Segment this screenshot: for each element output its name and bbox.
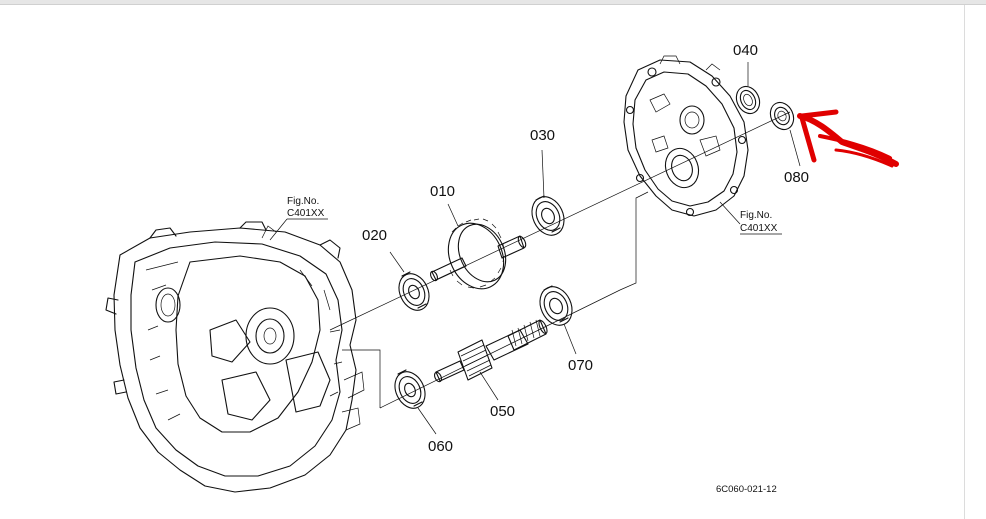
bearing-060: [394, 369, 426, 409]
part-label-020: 020: [362, 227, 387, 244]
fig-ref-right-line2: C401XX: [740, 223, 778, 234]
housing-cover-right: [623, 55, 749, 217]
right-border: [964, 5, 965, 519]
fig-ref-right: Fig.No. C401XX: [719, 201, 782, 235]
leader-070: [563, 323, 577, 355]
part-label-030: 030: [530, 127, 555, 144]
bearing-020: [398, 271, 430, 311]
transmission-housing-left: [105, 221, 365, 493]
pinion-shaft-050: [434, 319, 548, 383]
leader-020: [389, 251, 405, 273]
lower-axis-connector: [342, 349, 381, 408]
fig-ref-right-line1: Fig.No.: [740, 210, 772, 221]
top-border: [0, 0, 986, 5]
leader-030: [541, 149, 545, 199]
bearing-070: [539, 285, 573, 326]
gear-shaft-010: [430, 218, 527, 290]
leader-060: [417, 407, 437, 435]
part-label-040: 040: [733, 42, 758, 59]
bearing-030: [531, 195, 565, 236]
oil-seal-080: [769, 101, 795, 131]
part-label-060: 060: [428, 438, 453, 455]
part-label-010: 010: [430, 183, 455, 200]
bearing-040: [735, 85, 761, 115]
fig-ref-left: Fig.No. C401XX: [269, 196, 328, 241]
fig-ref-left-line2: C401XX: [287, 208, 325, 219]
drawing-code: 6C060-021-12: [716, 484, 777, 495]
leader-050: [479, 371, 499, 401]
hand-drawn-arrow-icon: [797, 109, 899, 168]
leader-080: [789, 129, 801, 167]
leader-010: [447, 203, 459, 227]
part-label-070: 070: [568, 357, 593, 374]
part-label-080: 080: [784, 169, 809, 186]
fig-ref-left-line1: Fig.No.: [287, 196, 319, 207]
part-label-050: 050: [490, 403, 515, 420]
lower-shaft-axis: [379, 191, 649, 409]
